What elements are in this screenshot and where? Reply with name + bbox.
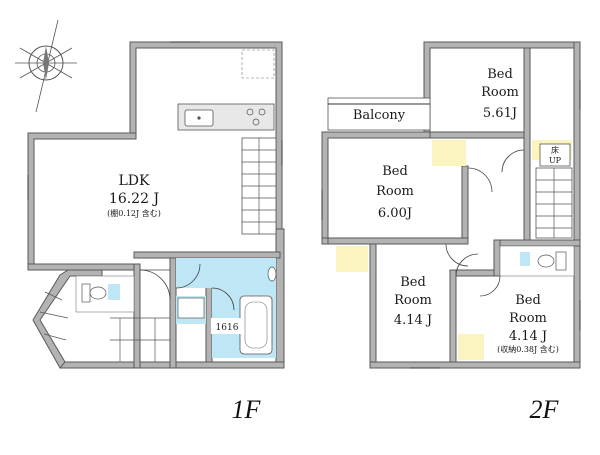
washroom-size: 1616	[216, 323, 239, 333]
stairs-icon	[535, 167, 573, 239]
bed-room-lower-right-line2: Room	[509, 311, 547, 326]
kitchen-sink-icon	[184, 109, 214, 127]
floor-2-plan: Balcony Bed Room 5.61J Bed Room 6.00J Be…	[321, 41, 581, 369]
entrance-tiles	[39, 291, 170, 362]
balcony-label: Balcony	[353, 108, 406, 123]
stove-icon	[246, 108, 266, 126]
bathtub-icon	[239, 295, 273, 355]
compass-rose-icon	[15, 19, 77, 113]
bed-room-lower-right-size: 4.14 J	[509, 329, 547, 344]
floor-1-plan: LDK 16.22 J (棚0.12J 含む) 1616	[27, 41, 285, 369]
toilet-icon	[537, 251, 567, 271]
bed-room-lower-left-line1: Bed	[400, 275, 426, 290]
bed-room-top-line1: Bed	[487, 67, 513, 82]
ldk-size: 16.22 J	[109, 191, 159, 207]
ldk-note: (棚0.12J 含む)	[107, 208, 161, 218]
bed-room-lower-left-line2: Room	[394, 293, 432, 308]
bed-room-lower-left-size: 4.14 J	[394, 313, 432, 328]
toilet-icon	[81, 283, 107, 303]
floor-up-line2: UP	[549, 156, 562, 165]
bed-room-lower-right-note: (収納0.38J 含む)	[497, 344, 559, 354]
door-swing-icon	[445, 149, 525, 297]
bed-room-top-line2: Room	[481, 85, 519, 100]
floor-2-label: 2F	[530, 395, 560, 424]
bed-room-center-line2: Room	[376, 184, 414, 199]
ldk-label: LDK	[119, 173, 151, 189]
stairs-icon	[241, 137, 277, 235]
bed-room-lower-right-line1: Bed	[515, 293, 541, 308]
bed-room-center-line1: Bed	[382, 164, 408, 179]
floor-1-label: 1F	[232, 395, 262, 424]
door-swing-icon	[139, 263, 235, 311]
bed-room-center-size: 6.00J	[378, 206, 412, 221]
floor-up-line1: 床	[551, 145, 559, 155]
bed-room-top-size: 5.61J	[483, 106, 517, 121]
